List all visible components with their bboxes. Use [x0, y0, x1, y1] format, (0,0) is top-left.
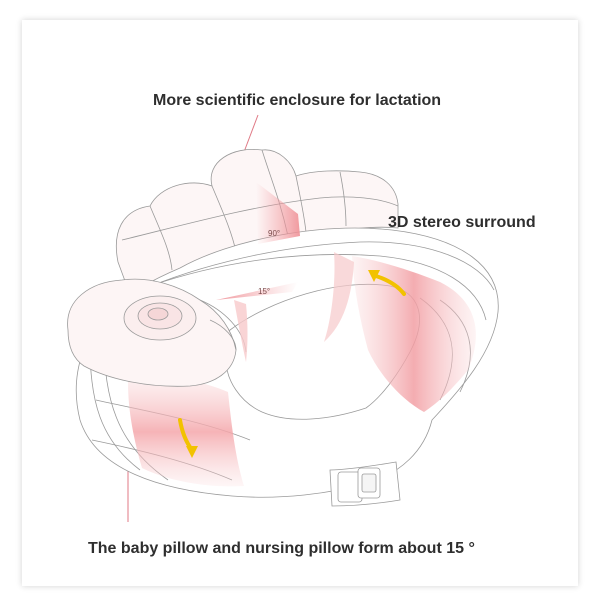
right-arrow-head [368, 270, 380, 282]
right-direction-arrow [374, 274, 406, 296]
angle-label-15: 15° [258, 287, 270, 296]
left-surround-highlight [128, 377, 244, 487]
angle-wedge-90 [256, 182, 300, 244]
pillow-angle-caption: The baby pillow and nursing pillow form … [88, 540, 475, 557]
lactation-enclosure-caption: More scientific enclosure for lactation [153, 92, 442, 109]
right-surround-highlight [352, 256, 476, 412]
stereo-surround-caption: 3D stereo surround [388, 214, 536, 231]
angle-wedge-15 [216, 282, 298, 300]
top-leader-line [243, 114, 259, 153]
left-arrow-head [186, 446, 198, 458]
baby-head-pillow [67, 278, 247, 387]
right-vertical-wedge [324, 252, 354, 342]
angle-label-90: 90° [268, 229, 280, 238]
buckle-strap [329, 461, 401, 507]
front-vertical-wedge [234, 300, 248, 362]
